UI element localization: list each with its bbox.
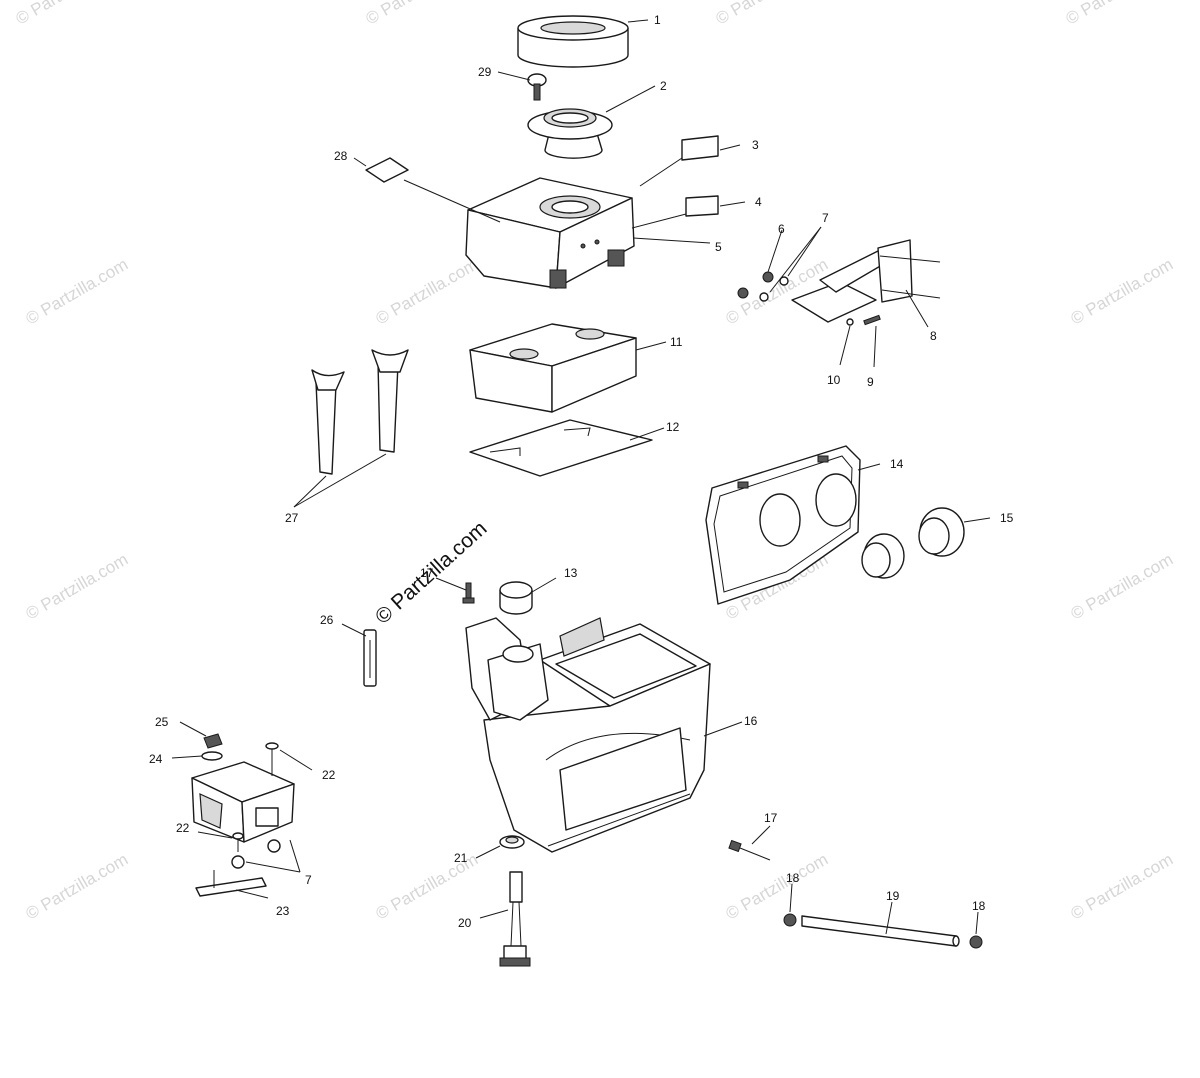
part-11-air-filter bbox=[469, 323, 637, 413]
callout-13: 13 bbox=[564, 566, 578, 580]
part-16-airbox bbox=[465, 617, 711, 853]
callout-22: 22 bbox=[176, 821, 190, 835]
callout-4: 4 bbox=[755, 195, 762, 209]
part-14-airbox-plate bbox=[705, 445, 861, 605]
callout-12: 12 bbox=[666, 420, 680, 434]
callout-28: 28 bbox=[334, 149, 348, 163]
callout-16: 16 bbox=[744, 714, 758, 728]
watermark: © Partzilla.com bbox=[1068, 255, 1177, 329]
watermark: © Partzilla.com bbox=[363, 0, 472, 28]
callout-20: 20 bbox=[458, 916, 472, 930]
callout-8: 8 bbox=[930, 329, 937, 343]
callout-19: 19 bbox=[886, 889, 900, 903]
callout-7: 7 bbox=[822, 211, 829, 225]
callout-9: 9 bbox=[867, 375, 874, 389]
part-7-washer bbox=[231, 855, 245, 869]
callout-14: 14 bbox=[890, 457, 904, 471]
callout-21: 21 bbox=[454, 851, 468, 865]
watermark: © Partzilla.com bbox=[23, 550, 132, 624]
part-18-clamp bbox=[969, 935, 983, 949]
part-29-push-rivet bbox=[527, 73, 547, 101]
part-3-decal bbox=[681, 135, 719, 161]
callout-18: 18 bbox=[972, 899, 986, 913]
part-7-washer bbox=[759, 292, 769, 302]
watermark: © Partzilla.com bbox=[723, 850, 832, 924]
part-7-washer bbox=[779, 276, 789, 286]
callout-2: 2 bbox=[660, 79, 667, 93]
part-24-washer bbox=[201, 751, 223, 761]
callout-27: 27 bbox=[285, 511, 299, 525]
callout-3: 3 bbox=[752, 138, 759, 152]
watermark: © Partzilla.com bbox=[13, 0, 122, 28]
part-module-group bbox=[191, 761, 295, 843]
part-22-screw bbox=[232, 832, 244, 852]
part-25-nut bbox=[203, 733, 223, 749]
leader-lines bbox=[171, 19, 991, 935]
callout-26: 26 bbox=[320, 613, 334, 627]
callout-18: 18 bbox=[786, 871, 800, 885]
watermark: © Partzilla.com bbox=[373, 255, 482, 329]
part-21-grommet bbox=[499, 835, 525, 849]
part-18-clamp bbox=[783, 913, 797, 927]
watermark: © Partzilla.com bbox=[23, 255, 132, 329]
watermark: © Partzilla.com bbox=[1063, 0, 1172, 28]
callout-15: 15 bbox=[1000, 511, 1014, 525]
part-23-bracket bbox=[195, 870, 267, 897]
part-19-tube bbox=[801, 915, 960, 947]
part-17-bolt bbox=[728, 839, 771, 861]
part-7-washer bbox=[267, 839, 281, 853]
callout-17: 17 bbox=[420, 566, 434, 580]
part-15-intake-boot bbox=[861, 507, 965, 579]
callout-25: 25 bbox=[155, 715, 169, 729]
watermark: © Partzilla.com bbox=[23, 850, 132, 924]
part-20-drain-sensor bbox=[499, 871, 531, 967]
part-6-nut bbox=[762, 271, 774, 283]
callout-7: 7 bbox=[305, 873, 312, 887]
part-12-gasket bbox=[469, 419, 653, 477]
part-6-nut bbox=[737, 287, 749, 299]
callout-22: 22 bbox=[322, 768, 336, 782]
part-27-intake-horns bbox=[311, 349, 409, 475]
part-5-airbox-cover bbox=[465, 177, 635, 289]
callout-24: 24 bbox=[149, 752, 163, 766]
watermark: © Partzilla.com bbox=[1068, 550, 1177, 624]
part-2-intake-adapter bbox=[527, 108, 613, 159]
callout-17: 17 bbox=[764, 811, 778, 825]
callout-1: 1 bbox=[654, 13, 661, 27]
callout-11: 11 bbox=[670, 335, 683, 349]
callout-10: 10 bbox=[827, 373, 841, 387]
callout-29: 29 bbox=[478, 65, 492, 79]
part-13-cap bbox=[499, 581, 533, 615]
watermark: © Partzilla.com bbox=[1068, 850, 1177, 924]
callout-6: 6 bbox=[778, 222, 785, 236]
part-10-washer bbox=[846, 318, 854, 326]
part-26-strap bbox=[363, 629, 377, 687]
part-8-bracket bbox=[791, 239, 941, 323]
part-4-decal bbox=[685, 195, 719, 217]
part-1-foam-ring bbox=[517, 15, 629, 68]
part-22-screw bbox=[265, 742, 279, 776]
callout-labels: 1 2 3 4 5 6 7 8 9 10 11 12 13 14 15 16 1… bbox=[149, 13, 1014, 930]
featured-watermark: © Partzilla.com bbox=[371, 517, 492, 629]
callout-5: 5 bbox=[715, 240, 722, 254]
callout-23: 23 bbox=[276, 904, 290, 918]
part-28-decal bbox=[365, 157, 409, 183]
part-9-screw bbox=[863, 314, 881, 326]
part-17-bolt bbox=[462, 582, 475, 604]
watermark: © Partzilla.com bbox=[713, 0, 822, 28]
